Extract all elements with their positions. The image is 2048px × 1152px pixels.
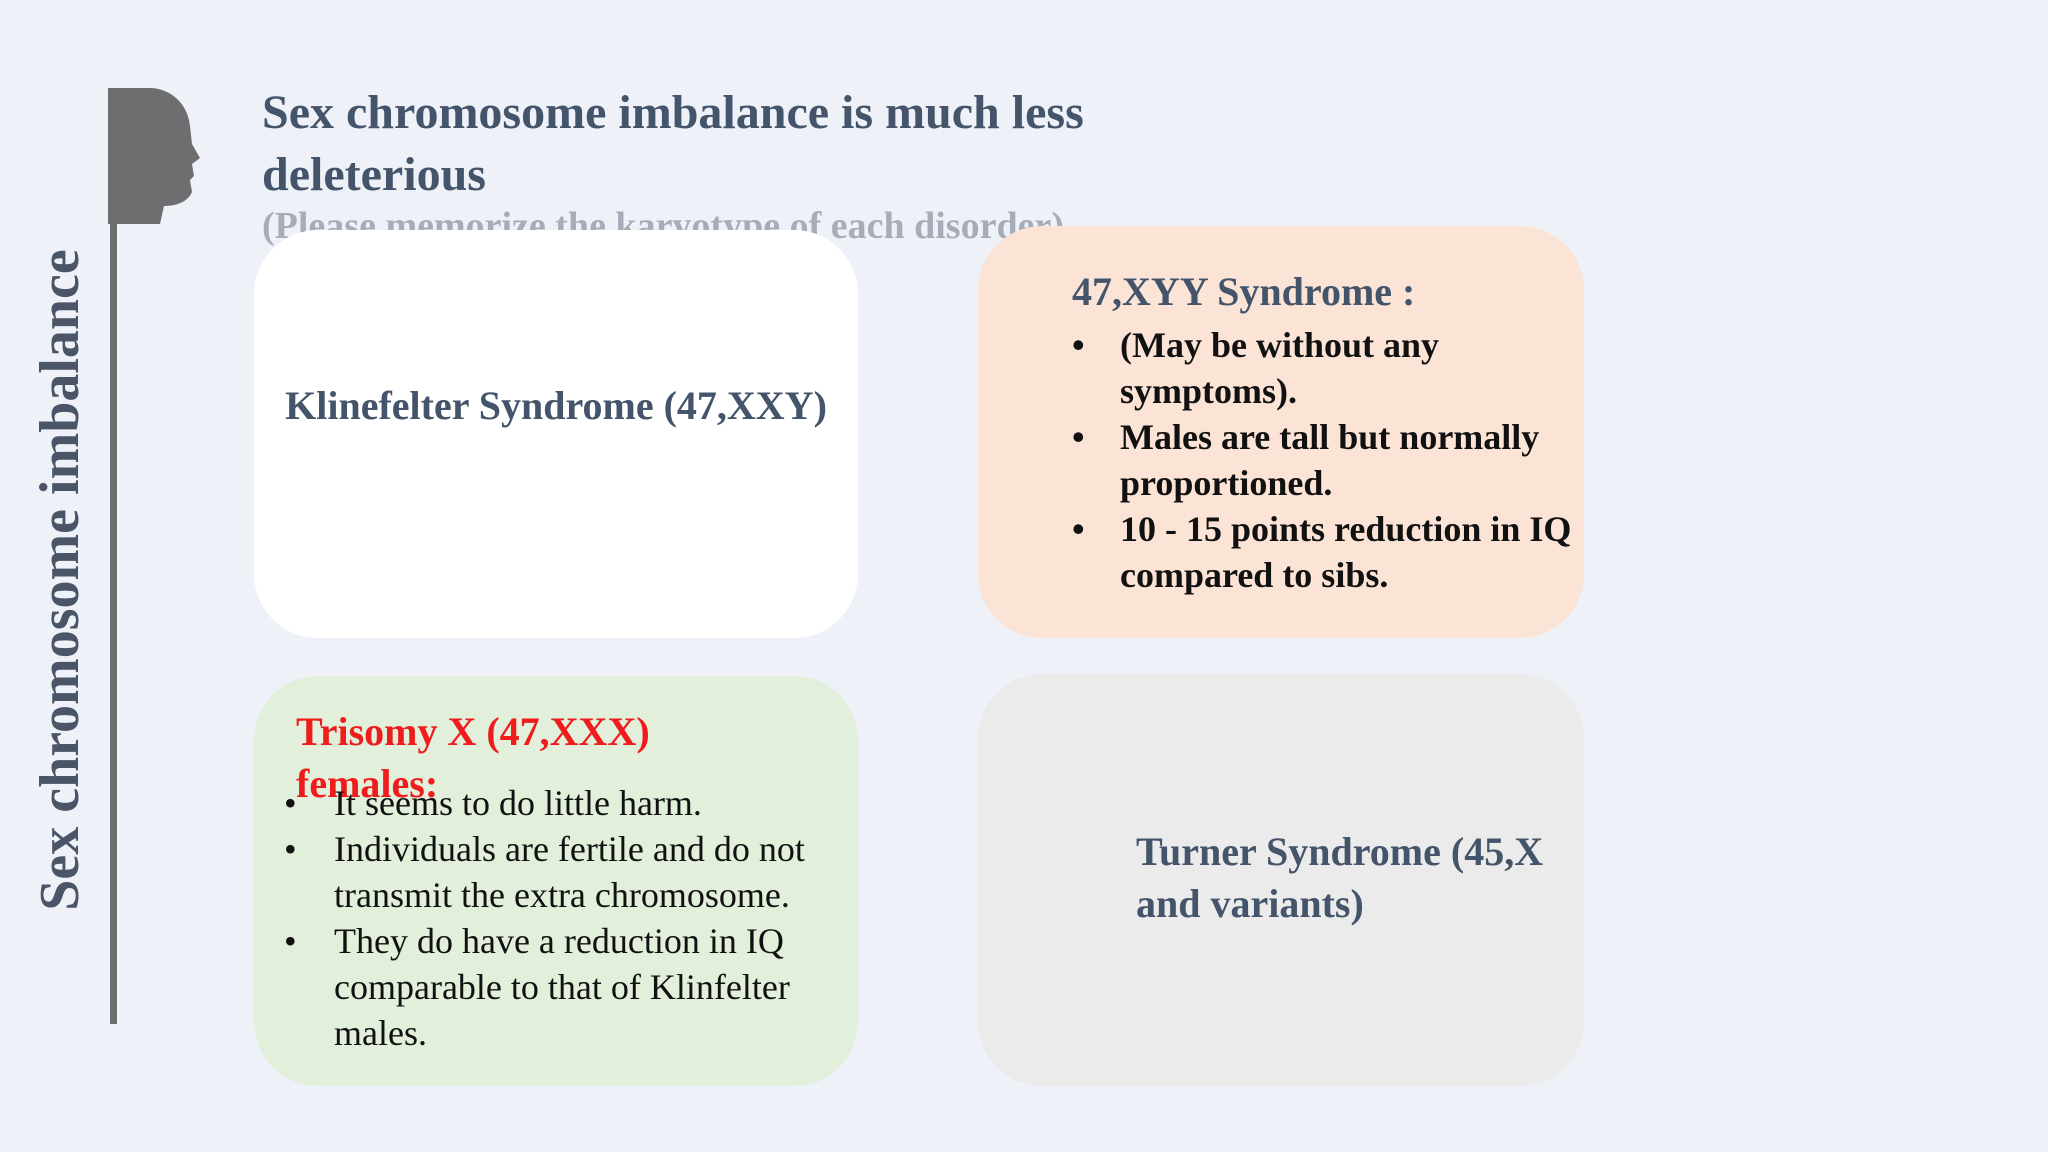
list-item: It seems to do little harm. bbox=[274, 780, 854, 826]
list-item: Individuals are fertile and do not trans… bbox=[274, 826, 854, 918]
list-item: (May be without any symptoms). bbox=[1062, 322, 1582, 414]
turner-title: Turner Syndrome (45,X and variants) bbox=[1136, 829, 1544, 926]
card-klinefelter bbox=[254, 230, 858, 638]
trisomy-x-bullet-list: It seems to do little harm. Individuals … bbox=[274, 780, 854, 1056]
xyy-bullet-list: (May be without any symptoms). Males are… bbox=[1062, 322, 1582, 598]
slide-heading: Sex chromosome imbalance is much less de… bbox=[262, 86, 1084, 201]
list-item: Males are tall but normally proportioned… bbox=[1062, 414, 1582, 506]
head-profile-silhouette-icon bbox=[108, 88, 200, 224]
card-turner bbox=[978, 674, 1584, 1086]
side-title-text: Sex chromosome imbalance bbox=[29, 249, 91, 911]
list-item: They do have a reduction in IQ comparabl… bbox=[274, 918, 854, 1056]
side-title: Sex chromosome imbalance bbox=[25, 230, 95, 930]
klinefelter-title: Klinefelter Syndrome (47,XXY) bbox=[285, 383, 827, 428]
vertical-divider-bar bbox=[110, 90, 117, 1024]
list-item: 10 - 15 points reduction in IQ compared … bbox=[1062, 506, 1582, 598]
xyy-title: 47,XYY Syndrome : bbox=[1072, 269, 1416, 314]
